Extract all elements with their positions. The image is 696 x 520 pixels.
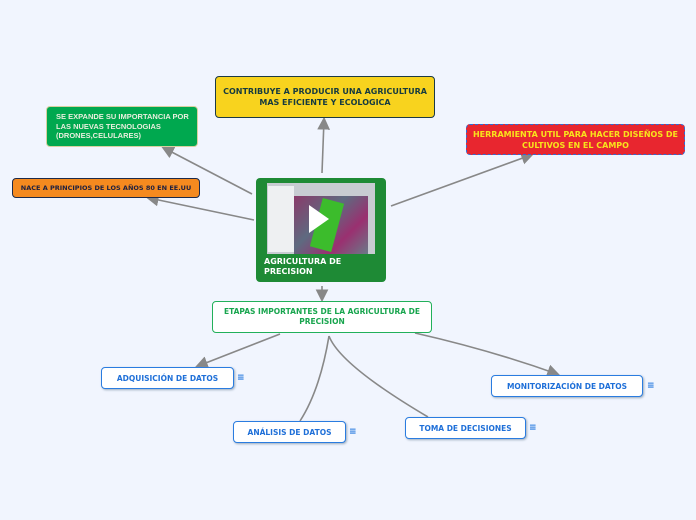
notes-icon[interactable]: ≡ — [349, 427, 357, 437]
connector-analisis — [299, 335, 330, 422]
node-eficiente-ecologica[interactable]: CONTRIBUYE A PRODUCIR UNA AGRICULTURA MA… — [215, 76, 435, 118]
play-icon[interactable] — [309, 205, 329, 233]
connector-toma — [328, 335, 429, 418]
connector-yellow — [317, 116, 331, 174]
stage-label: ANÁLISIS DE DATOS — [247, 427, 332, 437]
node-label: HERRAMIENTA UTIL PARA HACER DISEÑOS DE C… — [472, 129, 678, 150]
stage-label: ADQUISICIÓN DE DATOS — [116, 373, 219, 383]
stage-label: MONITORIZACIÓN DE DATOS — [506, 381, 628, 391]
connector-red — [390, 152, 535, 207]
stage-toma-decisiones[interactable]: TOMA DE DECISIONES — [405, 417, 526, 439]
stage-monitorizacion[interactable]: MONITORIZACIÓN DE DATOS — [491, 375, 643, 397]
connector-adq — [195, 333, 281, 369]
node-label: CONTRIBUYE A PRODUCIR UNA AGRICULTURA MA… — [223, 87, 427, 107]
node-nuevas-tecnologias[interactable]: SE EXPANDE SU IMPORTANCIA POR LAS NUEVAS… — [46, 106, 198, 147]
notes-icon[interactable]: ≡ — [237, 373, 245, 383]
stage-analisis[interactable]: ANÁLISIS DE DATOS — [233, 421, 346, 443]
connector-orange — [145, 193, 255, 221]
node-etapas[interactable]: ETAPAS IMPORTANTES DE LA AGRICULTURA DE … — [212, 301, 432, 333]
node-label: ETAPAS IMPORTANTES DE LA AGRICULTURA DE … — [223, 307, 421, 326]
stage-adquisicion[interactable]: ADQUISICIÓN DE DATOS — [101, 367, 234, 389]
node-origen[interactable]: NACE A PRINCIPIOS DE LOS AÑOS 80 EN EE.U… — [12, 178, 200, 198]
connector-moni — [414, 332, 561, 377]
node-herramienta[interactable]: HERRAMIENTA UTIL PARA HACER DISEÑOS DE C… — [466, 124, 685, 155]
node-label: NACE A PRINCIPIOS DE LOS AÑOS 80 EN EE.U… — [20, 184, 192, 192]
video-thumbnail[interactable] — [267, 183, 375, 254]
stage-label: TOMA DE DECISIONES — [419, 423, 512, 433]
node-label: SE EXPANDE SU IMPORTANCIA POR LAS NUEVAS… — [56, 112, 189, 141]
central-topic[interactable]: AGRICULTURA DE PRECISION — [256, 178, 386, 282]
notes-icon[interactable]: ≡ — [647, 381, 655, 391]
notes-icon[interactable]: ≡ — [529, 423, 537, 433]
connector-green — [161, 146, 253, 195]
central-title: AGRICULTURA DE PRECISION — [264, 257, 342, 276]
